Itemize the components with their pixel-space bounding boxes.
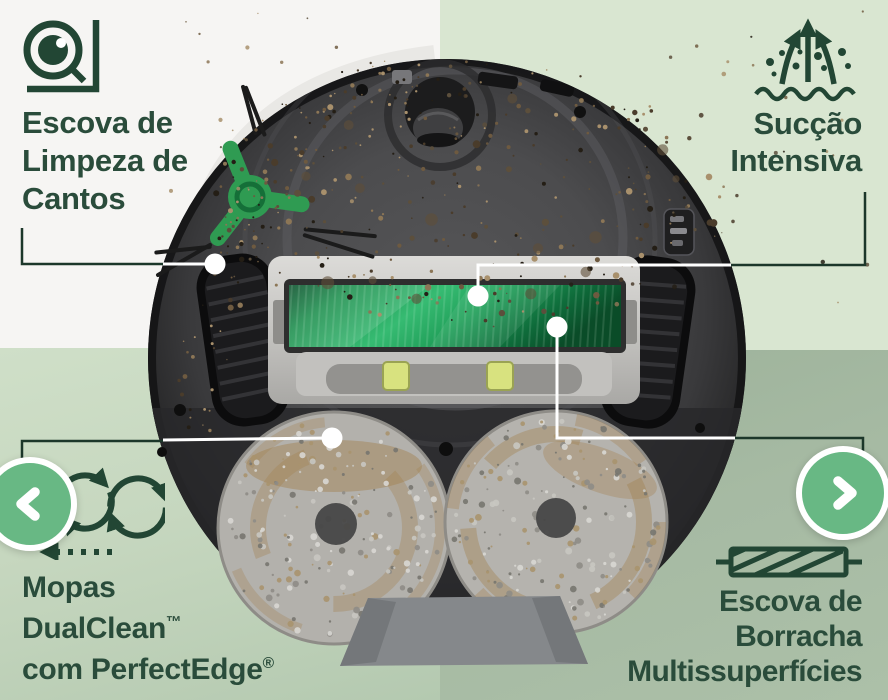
left-wheel bbox=[196, 253, 290, 427]
feature-line: Cantos bbox=[22, 181, 126, 216]
feature-line: Limpeza de bbox=[22, 143, 188, 178]
feature-line: Sucção bbox=[753, 106, 863, 141]
roller-release-clip bbox=[486, 361, 514, 391]
feature-label-mops: Mopas DualClean™ com PerfectEdge® bbox=[22, 570, 274, 687]
feature-line: Mopas bbox=[22, 571, 116, 604]
dirt-debris bbox=[169, 10, 870, 433]
corner-spinning-brush bbox=[154, 84, 377, 277]
bottom-chassis bbox=[340, 596, 588, 666]
feature-label-suction: Sucção Intensiva bbox=[730, 105, 862, 179]
registered-symbol: ® bbox=[262, 655, 275, 672]
feature-line: Intensiva bbox=[730, 143, 862, 178]
roller-brush-housing bbox=[268, 256, 640, 404]
chevron-right-icon bbox=[833, 476, 857, 510]
corner-brush-icon bbox=[23, 20, 100, 93]
carousel-next-button[interactable] bbox=[796, 446, 888, 540]
green-roller bbox=[289, 285, 621, 347]
feature-label-corner-brush: Escova de Limpeza de Cantos bbox=[22, 104, 188, 218]
carousel-previous-button[interactable] bbox=[0, 457, 77, 551]
feature-line: Escova de bbox=[718, 585, 863, 618]
callout-dot-corner-brush bbox=[204, 253, 226, 275]
roller-release-clip bbox=[382, 361, 410, 391]
feature-label-rubber-brush: Escova de Borracha Multissuperfícies bbox=[627, 584, 862, 689]
feature-line: Borracha bbox=[735, 620, 863, 653]
left-mop-pad bbox=[216, 410, 452, 646]
rubber-roller-brush-icon bbox=[716, 546, 862, 578]
intense-suction-icon bbox=[754, 18, 856, 102]
right-mop-pad bbox=[443, 409, 669, 635]
feature-line: Escova de bbox=[22, 105, 173, 140]
trademark-symbol: ™ bbox=[166, 614, 182, 631]
callout-dot-mops bbox=[321, 427, 343, 449]
callout-dot-rubber-brush bbox=[546, 316, 568, 338]
chevron-left-icon bbox=[16, 487, 40, 521]
feature-line: Multissuperfícies bbox=[627, 655, 862, 688]
callout-dot-suction bbox=[467, 285, 489, 307]
feature-line: com PerfectEdge® bbox=[22, 653, 275, 686]
feature-line: DualClean™ bbox=[22, 612, 182, 645]
